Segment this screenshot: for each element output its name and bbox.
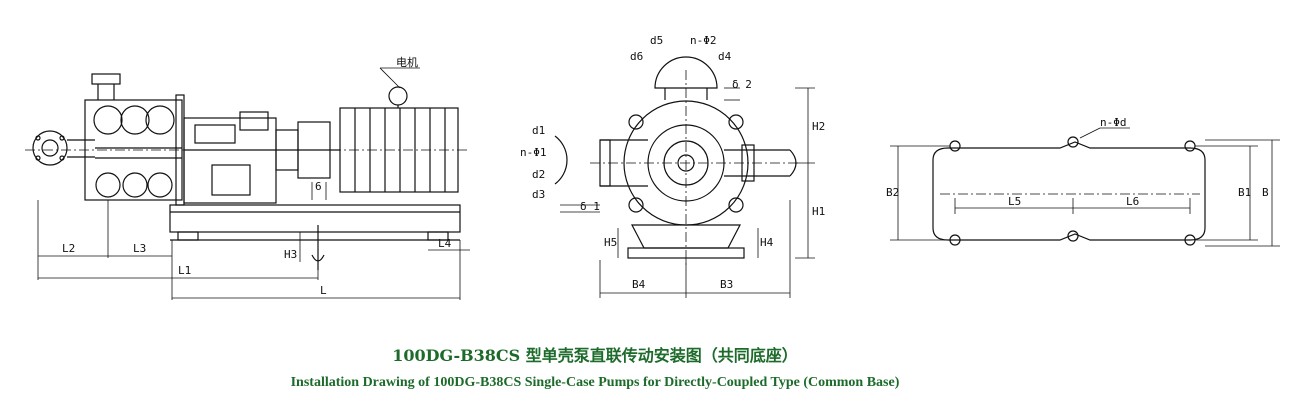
label-B2: B2	[886, 186, 899, 199]
label-d6: d6	[630, 50, 643, 63]
label-L2: L2	[62, 242, 75, 255]
label-L5: L5	[1008, 195, 1021, 208]
side-view-dimensions	[25, 67, 470, 300]
base-view-labels: n-Φd L5 L6 B2 B1 B	[886, 116, 1269, 208]
label-H2: H2	[812, 120, 825, 133]
label-d2: d2	[532, 168, 545, 181]
label-B: B	[1262, 186, 1269, 199]
label-H1: H1	[812, 205, 825, 218]
base-view-dimensions	[890, 127, 1280, 247]
label-L1: L1	[178, 264, 191, 277]
label-L: L	[320, 284, 327, 297]
label-n-phi1: n-Φ1	[520, 146, 547, 159]
label-delta2: δ 2	[732, 78, 752, 91]
label-H4: H4	[760, 236, 774, 249]
label-motor: 电机	[396, 55, 418, 69]
caption-english: Installation Drawing of 100DG-B38CS Sing…	[290, 375, 900, 390]
label-B3: B3	[720, 278, 733, 291]
label-d5: d5	[650, 34, 663, 47]
side-view-labels: 电机 L2 L3 L1 L H3 L4 6	[62, 55, 452, 297]
label-B4: B4	[632, 278, 646, 291]
label-n-phi2: n-Φ2	[690, 34, 717, 47]
label-d4: d4	[718, 50, 732, 63]
label-H5: H5	[604, 236, 617, 249]
caption-chinese: 100DG-B38CS 型单壳泵直联传动安装图（共同底座）	[392, 346, 798, 365]
label-B1: B1	[1238, 186, 1251, 199]
label-d3: d3	[532, 188, 545, 201]
label-L6: L6	[1126, 195, 1139, 208]
label-n-phid: n-Φd	[1100, 116, 1127, 129]
label-d1: d1	[532, 124, 545, 137]
label-delta1: δ 1	[580, 200, 600, 213]
front-view-labels: d5 n-Φ2 d6 d4 δ 2 d1 n-Φ1 d2 d3 δ 1 H2 H…	[520, 34, 825, 291]
label-H3: H3	[284, 248, 297, 261]
label-6: 6	[315, 180, 322, 193]
front-view-dimensions	[560, 70, 815, 298]
label-L4: L4	[438, 237, 452, 250]
base-plan-view	[932, 136, 1206, 246]
front-view-pump	[554, 56, 797, 259]
side-view-pump-assembly	[32, 73, 461, 270]
label-L3: L3	[133, 242, 146, 255]
